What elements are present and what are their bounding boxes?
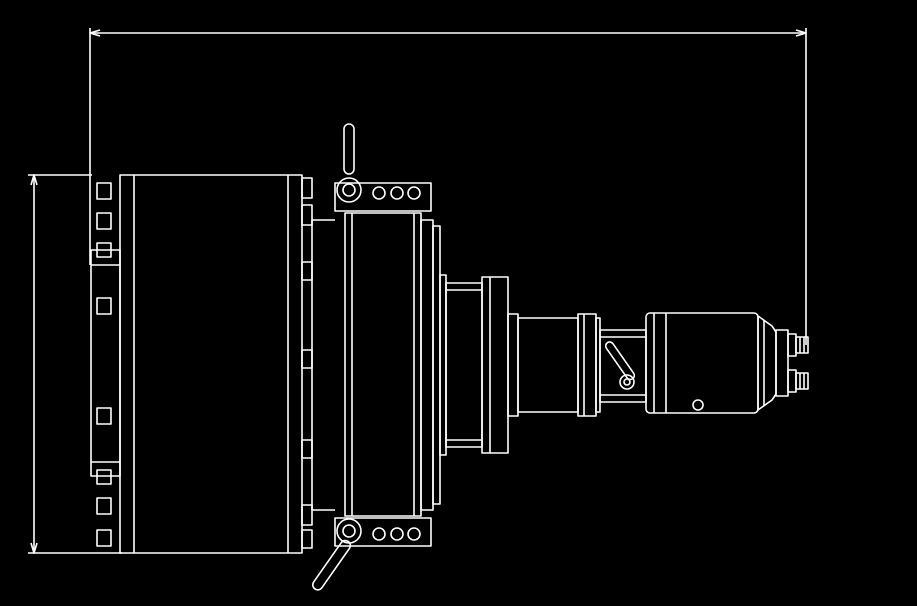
dimension-line-length <box>90 28 806 345</box>
motor-body <box>646 313 758 413</box>
main-housing <box>120 175 335 553</box>
clamp-handle-bottom <box>311 519 361 592</box>
mounting-flange <box>91 183 120 546</box>
dimension-line-height <box>28 175 122 553</box>
gearbox-flange <box>482 277 508 453</box>
drive-adapter <box>446 283 482 447</box>
gearbox-body <box>508 314 600 416</box>
air-fittings <box>788 334 808 392</box>
clamp-ring-assembly <box>335 183 446 546</box>
clamp-handle-top <box>337 124 361 202</box>
motor-end-cap <box>758 316 788 410</box>
coupling <box>600 330 646 402</box>
coupling-lever <box>604 340 636 389</box>
